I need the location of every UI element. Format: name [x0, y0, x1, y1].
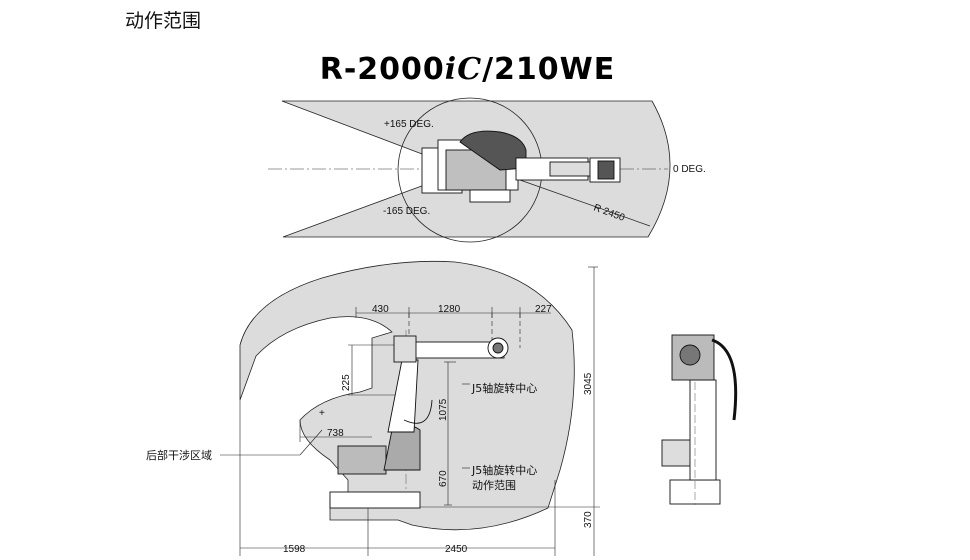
rear-interference-label: 后部干涉区域: [146, 448, 212, 462]
angle-neg-label: -165 DEG.: [383, 206, 430, 217]
dim-2450: 2450: [445, 544, 468, 555]
dim-1598: 1598: [283, 544, 306, 555]
j5-range-label-line2: 动作范围: [472, 478, 516, 492]
angle-pos-label: +165 DEG.: [384, 119, 434, 130]
rear-center-mark: +: [319, 408, 325, 419]
dim-670: 670: [438, 470, 449, 487]
robot-side-view: [329, 335, 509, 509]
dim-1280: 1280: [438, 304, 461, 315]
angle-zero-label: 0 DEG.: [673, 164, 706, 175]
model-suffix: /210WE: [482, 52, 616, 87]
dim-1075: 1075: [438, 398, 449, 421]
front-view-robot: [661, 334, 738, 505]
dim-227: 227: [535, 304, 552, 315]
dim-738: 738: [327, 428, 344, 439]
model-prefix: R-2000: [319, 52, 445, 87]
section-heading: 动作范围: [125, 10, 202, 32]
j5-center-label: J5轴旋转中心: [471, 381, 537, 395]
model-ic: iC: [444, 52, 483, 87]
dim-370: 370: [583, 511, 594, 528]
dim-225: 225: [341, 374, 352, 391]
top-view: +165 DEG. -165 DEG. 0 DEG. R 2450: [268, 97, 706, 243]
j5-range-label-line1: J5轴旋转中心: [471, 463, 537, 477]
robot-top-view: [421, 130, 621, 203]
radius-leader: [519, 179, 651, 227]
side-view: + 430 1280 227 225 1075 3045 738 670 370…: [146, 260, 600, 556]
dim-3045: 3045: [583, 372, 594, 395]
dim-430: 430: [372, 304, 389, 315]
model-title: R-2000iC/210WE: [0, 52, 935, 87]
